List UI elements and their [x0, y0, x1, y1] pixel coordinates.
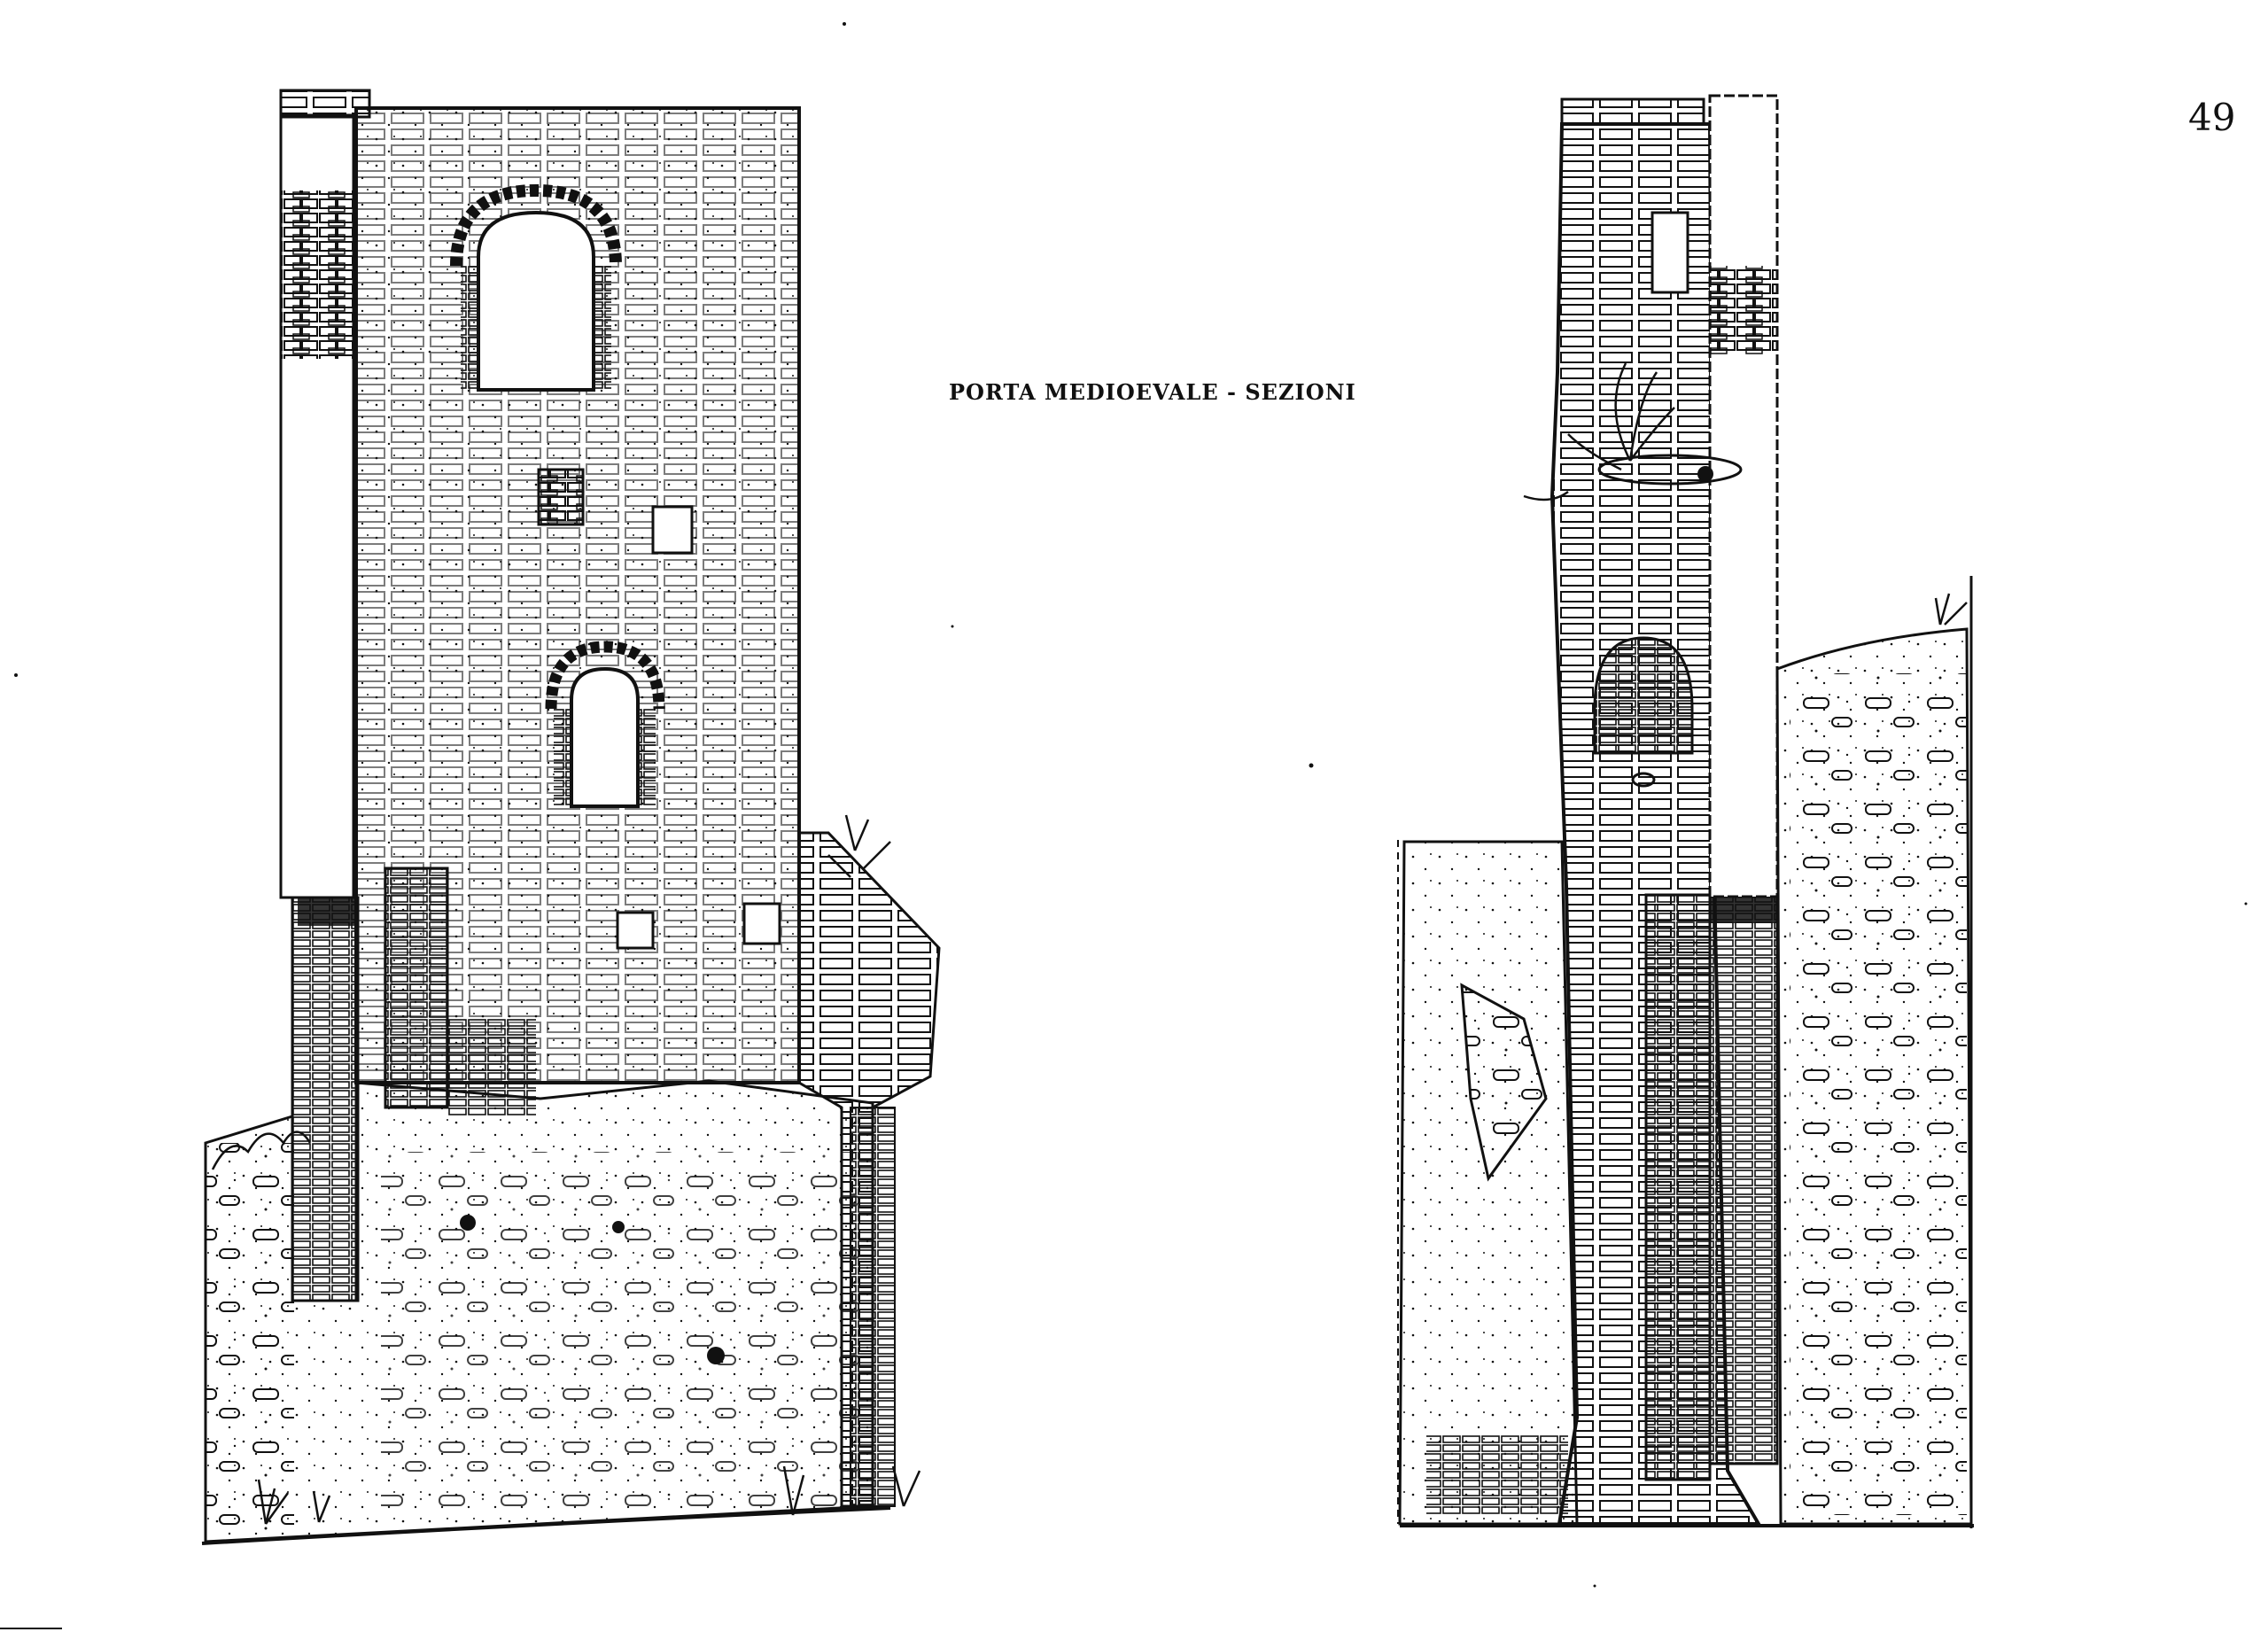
right-section-profile	[1397, 94, 1974, 1528]
paper-specks	[14, 22, 2248, 1588]
drawing-caption: PORTA MEDIOEVALE - SEZIONI	[949, 379, 1356, 405]
page-number: 49	[2188, 96, 2236, 139]
left-section-elevation	[201, 89, 941, 1545]
